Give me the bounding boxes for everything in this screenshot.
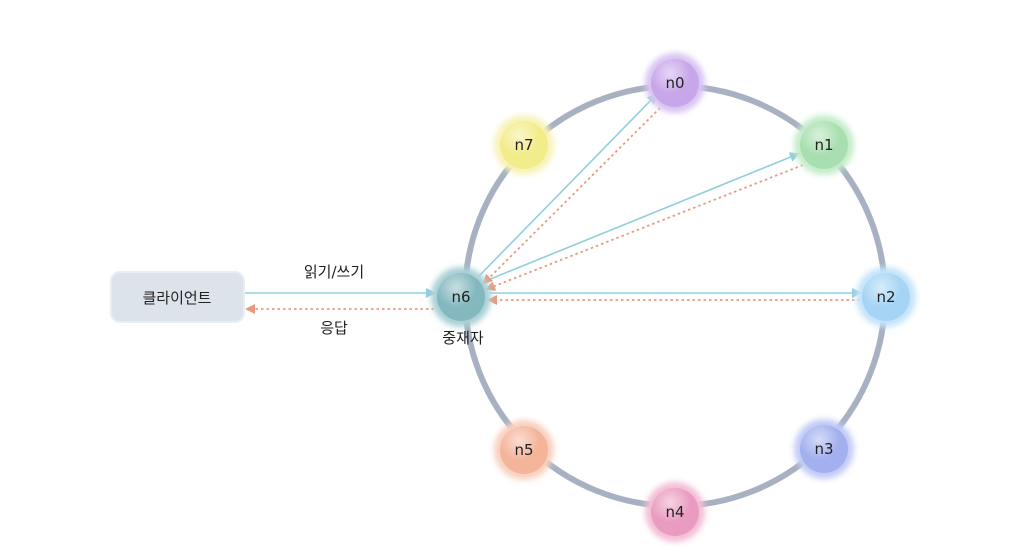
- node-n5[interactable]: n5: [494, 420, 554, 480]
- node-n0[interactable]: n0: [645, 53, 705, 113]
- node-label: n0: [665, 74, 684, 92]
- coordinator-label: 중재자: [442, 329, 484, 347]
- request-arrow-n6-to-n1: [482, 152, 800, 283]
- node-n1[interactable]: n1: [794, 115, 854, 175]
- response-arrow-n0-to-n6: [482, 103, 665, 285]
- node-label: n2: [876, 288, 895, 306]
- request-arrow-n6-to-n0: [478, 93, 658, 277]
- node-label: n6: [451, 288, 470, 306]
- response-label: 응답: [320, 319, 348, 337]
- client-box[interactable]: 클라이언트: [110, 271, 245, 323]
- node-n4[interactable]: n4: [645, 482, 705, 542]
- node-label: n5: [514, 441, 533, 459]
- request-label: 읽기/쓰기: [304, 263, 364, 281]
- node-label: n3: [814, 440, 833, 458]
- node-n7[interactable]: n7: [494, 115, 554, 175]
- node-label: n1: [814, 136, 833, 154]
- node-n6-coordinator[interactable]: n6: [431, 267, 491, 327]
- node-n2[interactable]: n2: [856, 267, 916, 327]
- node-n3[interactable]: n3: [794, 419, 854, 479]
- response-arrow-n1-to-n6: [485, 164, 804, 291]
- node-label: n4: [665, 503, 684, 521]
- node-label: n7: [514, 136, 533, 154]
- client-label: 클라이언트: [142, 289, 211, 307]
